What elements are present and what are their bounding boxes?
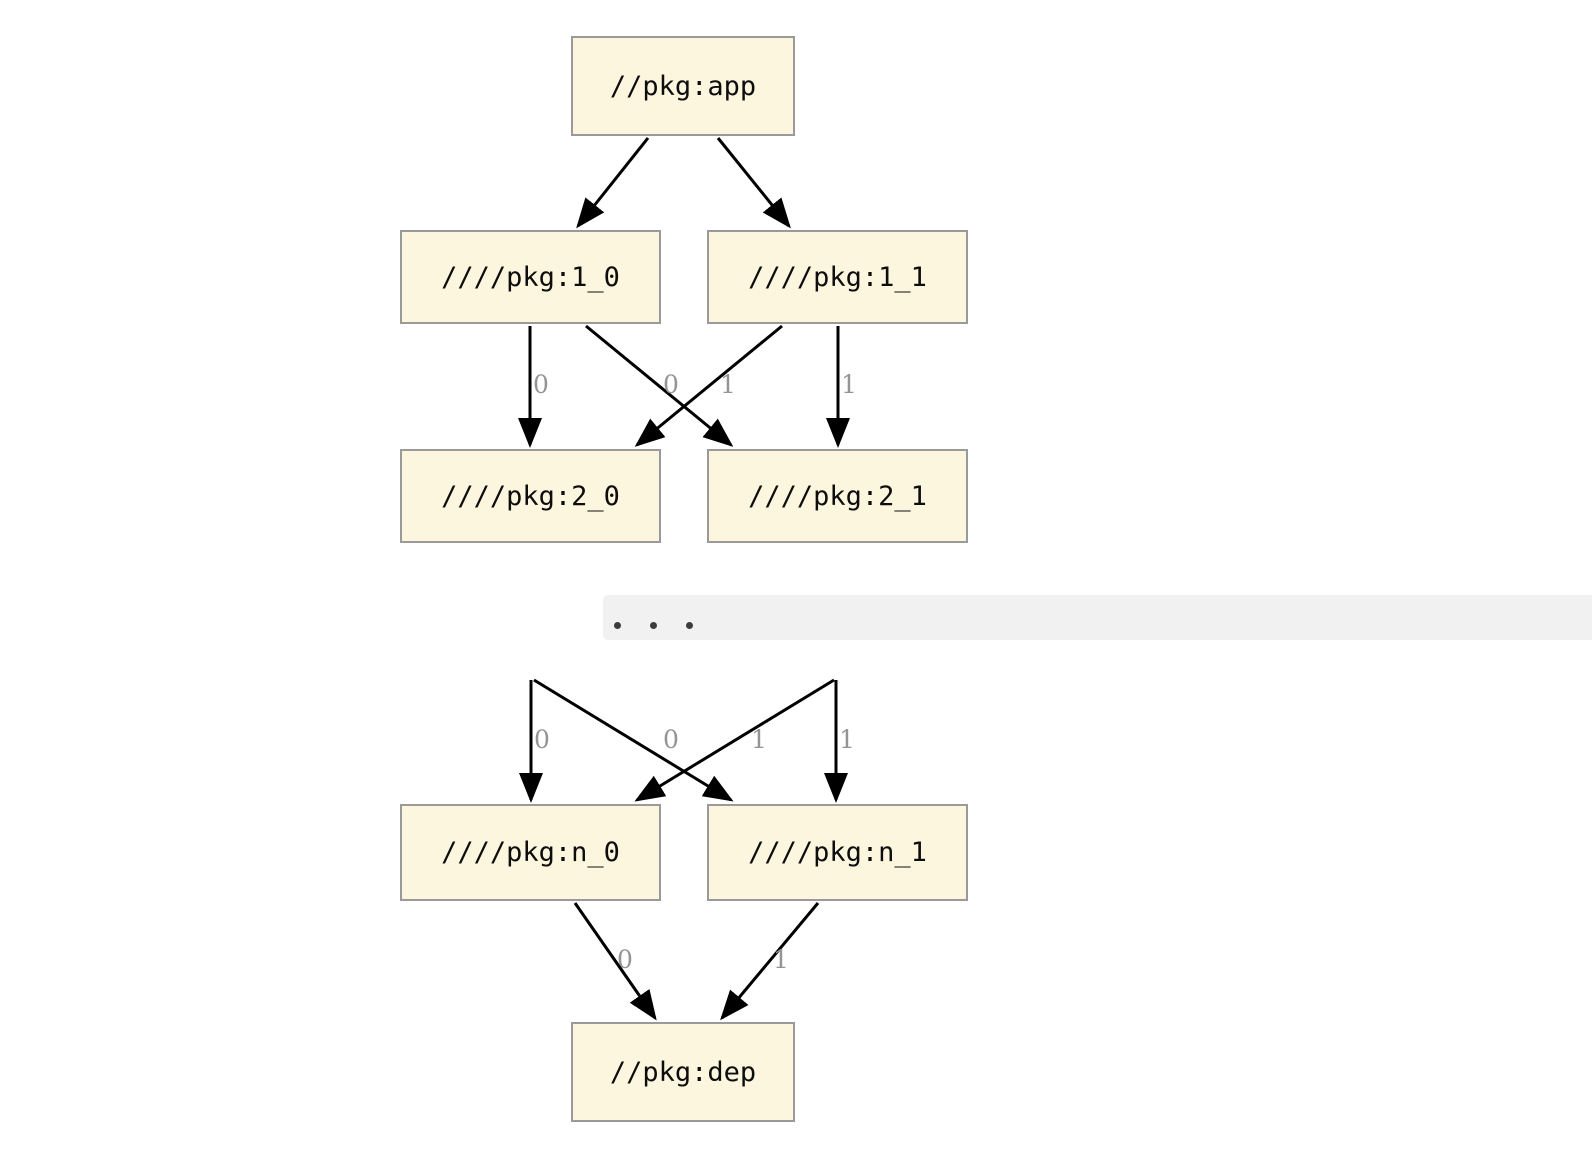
edge-label: 1 <box>773 945 789 974</box>
graph-node-1_1[interactable]: ////pkg:1_1 <box>707 230 968 324</box>
ellipsis-dot <box>650 622 657 629</box>
edge-label: 1 <box>751 725 767 754</box>
edge-label: 0 <box>534 725 550 754</box>
ellipsis-dot <box>614 622 621 629</box>
edge-label: 1 <box>841 370 857 399</box>
edge-label: 0 <box>617 945 633 974</box>
graph-node-2_0[interactable]: ////pkg:2_0 <box>400 449 661 543</box>
graph-node-n_0[interactable]: ////pkg:n_0 <box>400 804 661 901</box>
graph-node-1_0[interactable]: ////pkg:1_0 <box>400 230 661 324</box>
graph-edge-n_0-to-dep <box>573 902 657 1021</box>
graph-edge-1_1-to-2_0 <box>634 324 783 447</box>
edge-label: 0 <box>663 370 679 399</box>
graph-edge-app-to-1_0 <box>576 137 650 229</box>
edge-label: 0 <box>533 370 549 399</box>
ellipsis-dots <box>603 622 693 640</box>
ellipsis-dot <box>686 622 693 629</box>
edge-label: 0 <box>663 725 679 754</box>
edge-label: 1 <box>839 725 855 754</box>
ellipsis-band <box>603 595 1592 640</box>
graph-edge-app-to-1_1 <box>716 137 791 229</box>
graph-node-dep[interactable]: //pkg:dep <box>571 1022 795 1122</box>
graph-edge-n_1-to-dep <box>720 902 820 1021</box>
graph-node-2_1[interactable]: ////pkg:2_1 <box>707 449 968 543</box>
graph-node-app[interactable]: //pkg:app <box>571 36 795 136</box>
graph-node-n_1[interactable]: ////pkg:n_1 <box>707 804 968 901</box>
graph-edge-1_0-to-2_1 <box>585 324 734 447</box>
graph-edge-hidden-to-n_1 <box>533 678 734 802</box>
edge-label: 1 <box>720 370 736 399</box>
